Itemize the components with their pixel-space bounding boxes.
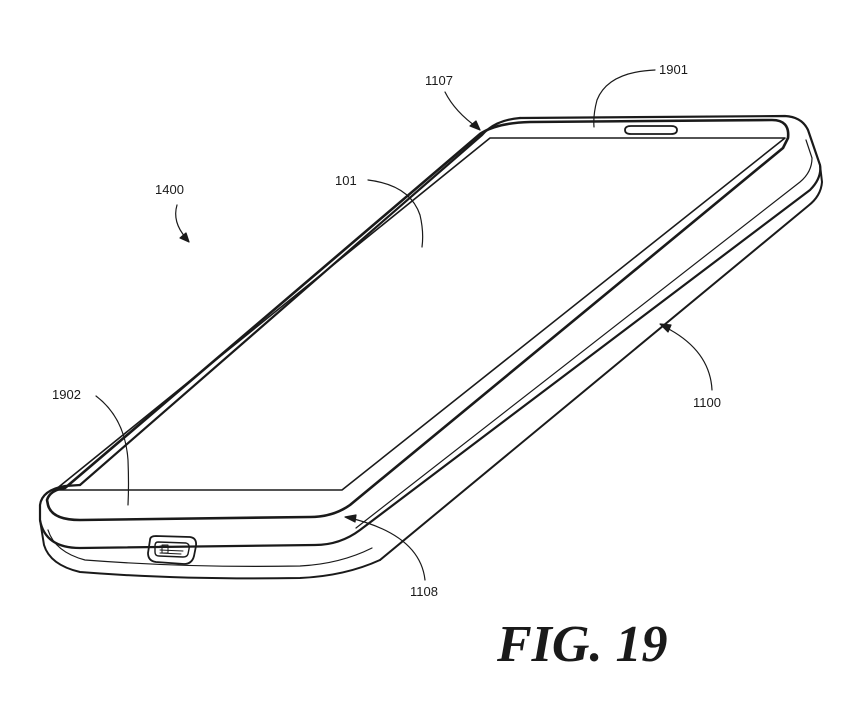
arrowhead-1400: [179, 232, 190, 243]
leader-1100: [664, 326, 713, 391]
usb-port-icon: [147, 535, 198, 565]
ref-label-101: 101: [335, 173, 357, 188]
leader-1901: [593, 69, 656, 128]
ref-label-1902: 1902: [52, 387, 81, 402]
bezel-inner-outline: [45, 118, 790, 522]
leader-1400: [175, 204, 187, 239]
arrowhead-1108: [344, 514, 357, 523]
leader-1107: [444, 91, 479, 129]
earpiece-slot: [624, 125, 678, 135]
housing-outer-top-edge: [38, 114, 822, 550]
leader-101: [367, 179, 424, 248]
housing-outer-corner-top: [78, 116, 522, 487]
arrowhead-1107: [469, 120, 481, 131]
housing-bottom-wall: [39, 519, 381, 580]
housing-side-wall-right: [379, 164, 823, 561]
leader-1902: [95, 395, 130, 506]
display-screen: [54, 137, 786, 491]
ref-label-1400: 1400: [155, 182, 184, 197]
ref-label-1108: 1108: [410, 584, 438, 599]
ref-label-1100: 1100: [693, 395, 721, 410]
ref-label-1107: 1107: [425, 73, 453, 88]
figure-caption: FIG. 19: [497, 616, 668, 673]
ref-label-1901: 1901: [659, 62, 688, 77]
housing-bottom-wall-inner: [47, 529, 373, 567]
housing-side-wall-right-inner: [355, 139, 813, 529]
arrowhead-1100: [659, 323, 672, 333]
leader-1108: [349, 517, 426, 581]
